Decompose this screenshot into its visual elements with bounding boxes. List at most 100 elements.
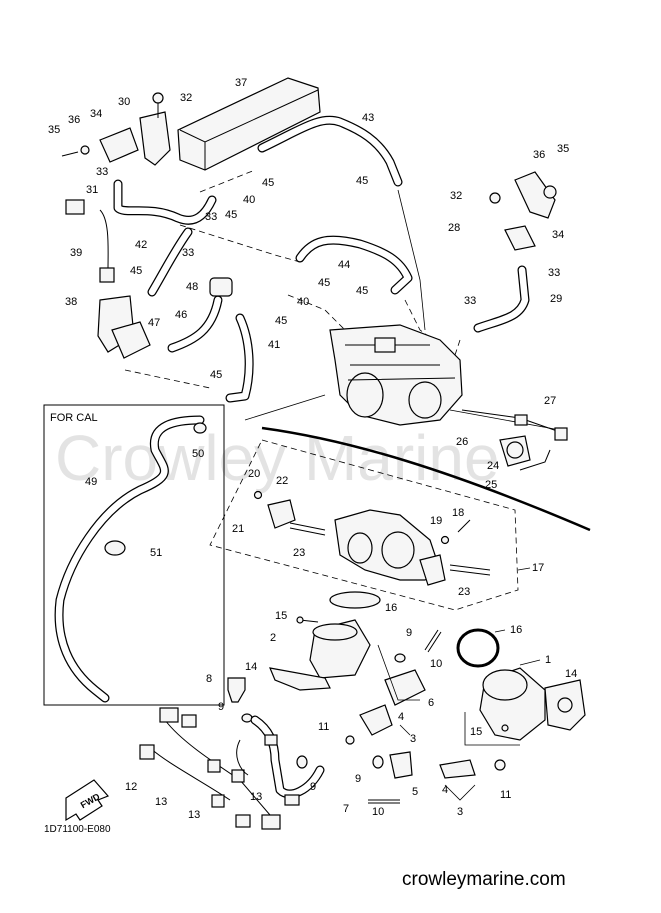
label-44: 44 xyxy=(338,259,350,271)
part-throttle-body-upper xyxy=(329,324,463,426)
leader-bracket-15 xyxy=(464,712,520,746)
part-16-clamp-left xyxy=(329,591,381,609)
label-12: 12 xyxy=(125,781,137,793)
label-33: 33 xyxy=(96,166,108,178)
part-42-hose xyxy=(113,179,217,297)
label-13: 13 xyxy=(250,791,262,803)
label-33: 33 xyxy=(464,295,476,307)
label-45: 45 xyxy=(356,175,368,187)
part-27-sensor xyxy=(461,409,568,471)
for-cal-title: FOR CAL xyxy=(50,412,98,424)
part-11-grommet xyxy=(345,735,506,771)
leader-3-left xyxy=(399,724,411,736)
assembly-bracket-line xyxy=(261,426,591,532)
label-16: 16 xyxy=(510,624,522,636)
label-15: 15 xyxy=(275,610,287,622)
label-11: 11 xyxy=(318,721,329,733)
label-29: 29 xyxy=(550,293,562,305)
label-4: 4 xyxy=(398,711,404,723)
label-9: 9 xyxy=(310,781,316,793)
part-throttle-body-lower xyxy=(289,509,491,586)
label-11: 11 xyxy=(500,789,511,801)
part-14-bracket-left xyxy=(269,667,331,691)
label-23: 23 xyxy=(458,586,470,598)
label-45: 45 xyxy=(275,315,287,327)
label-22: 22 xyxy=(276,475,288,487)
part-51-clip xyxy=(104,540,126,556)
label-33: 33 xyxy=(548,267,560,279)
fwd-arrow-icon: FWD xyxy=(65,779,110,822)
label-41: 41 xyxy=(268,339,280,351)
part-12-harness xyxy=(139,707,281,830)
part-37-bar xyxy=(177,77,321,171)
label-3: 3 xyxy=(457,806,463,818)
part-10-bolts xyxy=(368,629,442,804)
label-40: 40 xyxy=(297,296,309,308)
assembly-17-outline xyxy=(209,439,519,611)
label-4: 4 xyxy=(442,784,448,796)
label-50: 50 xyxy=(192,448,204,460)
part-50-clip xyxy=(193,422,207,434)
part-49-hose xyxy=(54,415,205,703)
label-46: 46 xyxy=(175,309,187,321)
part-38-solenoid xyxy=(65,199,151,359)
leader-1 xyxy=(519,659,541,666)
leader-dashed-1 xyxy=(179,224,301,263)
label-33: 33 xyxy=(205,211,217,223)
label-23: 23 xyxy=(293,547,305,559)
leader-3-right xyxy=(444,784,476,801)
label-45: 45 xyxy=(210,369,222,381)
label-31: 31 xyxy=(86,184,98,196)
leader-17 xyxy=(517,567,531,571)
label-42: 42 xyxy=(135,239,147,251)
label-40: 40 xyxy=(243,194,255,206)
label-35: 35 xyxy=(48,124,60,136)
label-45: 45 xyxy=(225,209,237,221)
label-10: 10 xyxy=(430,658,442,670)
part-46-hose xyxy=(167,295,223,353)
part-16-clamp-right xyxy=(456,628,500,668)
label-9: 9 xyxy=(406,627,412,639)
part-34-bracket xyxy=(489,171,557,251)
label-45: 45 xyxy=(356,285,368,297)
part-6-holder xyxy=(384,669,426,706)
label-13: 13 xyxy=(155,796,167,808)
label-18: 18 xyxy=(452,507,464,519)
label-19: 19 xyxy=(430,515,442,527)
label-10: 10 xyxy=(372,806,384,818)
label-32: 32 xyxy=(180,92,192,104)
label-28: 28 xyxy=(448,222,460,234)
leader-dashed-3 xyxy=(287,294,351,336)
label-9: 9 xyxy=(218,701,224,713)
label-6: 6 xyxy=(428,697,434,709)
part-18-19-screws xyxy=(440,519,471,545)
label-2: 2 xyxy=(270,632,276,644)
drawing-code: 1D71100-E080 xyxy=(44,824,111,835)
label-49: 49 xyxy=(85,476,97,488)
label-17: 17 xyxy=(532,562,544,574)
label-37: 37 xyxy=(235,77,247,89)
label-5: 5 xyxy=(412,786,418,798)
part-29-hose xyxy=(473,265,530,333)
label-25: 25 xyxy=(485,479,497,491)
label-24: 24 xyxy=(487,460,499,472)
label-26: 26 xyxy=(456,436,468,448)
part-7-fuel-rail xyxy=(250,715,325,806)
label-47: 47 xyxy=(148,317,160,329)
part-number-labels: 1 2 3 3 4 4 5 6 7 8 9 9 9 9 10 10 11 11 … xyxy=(48,77,577,821)
label-7: 7 xyxy=(343,803,349,815)
label-32: 32 xyxy=(450,190,462,202)
label-8: 8 xyxy=(206,673,212,685)
label-1: 1 xyxy=(545,654,551,666)
leader-line-7 xyxy=(397,189,426,331)
label-34: 34 xyxy=(552,229,564,241)
label-43: 43 xyxy=(362,112,374,124)
leader-dashed-2 xyxy=(199,169,256,193)
leader-16-right xyxy=(494,629,506,633)
label-30: 30 xyxy=(118,96,130,108)
part-8-plug xyxy=(227,677,246,703)
part-4-injector xyxy=(359,704,476,779)
label-36: 36 xyxy=(68,114,80,126)
leader-line-9 xyxy=(244,394,326,421)
